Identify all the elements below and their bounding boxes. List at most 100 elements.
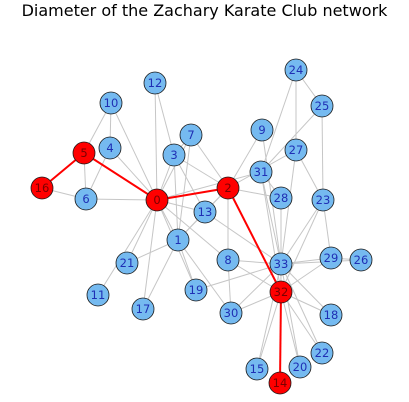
node-32: 32: [269, 280, 293, 304]
node-circle-10: [99, 91, 123, 115]
node-label-21: 21: [120, 256, 135, 270]
node-circle-11: [86, 283, 110, 307]
node-label-4: 4: [106, 141, 113, 155]
node-circle-13: [193, 200, 217, 224]
node-circle-7: [179, 123, 203, 147]
node-label-1: 1: [174, 233, 181, 247]
node-label-31: 31: [254, 165, 269, 179]
node-circle-2: [216, 176, 240, 200]
chart-title: Diameter of the Zachary Karate Club netw…: [21, 1, 388, 20]
node-label-3: 3: [170, 148, 177, 162]
diameter-edge-2-32: [227, 187, 282, 293]
edge-3-12: [154, 82, 175, 156]
node-circle-3: [162, 143, 186, 167]
node-label-29: 29: [324, 251, 339, 265]
node-19: 19: [184, 278, 208, 302]
edge-0-8: [156, 199, 229, 261]
node-label-26: 26: [354, 253, 369, 267]
edge-0-31: [156, 171, 262, 201]
edge-13-33: [204, 211, 282, 265]
node-24: 24: [284, 58, 308, 82]
node-circle-32: [269, 280, 293, 304]
node-0: 0: [145, 188, 169, 212]
node-label-9: 9: [258, 123, 265, 137]
node-circle-23: [311, 188, 335, 212]
diameter-edge-0-2: [156, 187, 229, 201]
node-label-17: 17: [136, 302, 151, 316]
edge-23-32: [280, 199, 324, 293]
node-circle-17: [131, 297, 155, 321]
edge-0-4: [109, 147, 158, 201]
node-circle-28: [269, 186, 293, 210]
node-25: 25: [310, 94, 334, 118]
node-label-8: 8: [224, 253, 231, 267]
node-31: 31: [249, 160, 273, 184]
edge-30-33: [230, 263, 282, 314]
edge-0-10: [110, 102, 158, 201]
node-circle-8: [216, 248, 240, 272]
node-label-6: 6: [82, 192, 89, 206]
edge-27-33: [280, 149, 297, 265]
edge-20-32: [280, 291, 301, 368]
node-4: 4: [98, 136, 122, 160]
node-17: 17: [131, 297, 155, 321]
node-16: 16: [30, 176, 54, 200]
node-circle-9: [250, 118, 274, 142]
edge-0-7: [156, 134, 192, 201]
edge-0-17: [142, 199, 158, 310]
node-label-15: 15: [250, 362, 265, 376]
node-circle-18: [319, 303, 343, 327]
node-label-14: 14: [273, 376, 288, 390]
edge-23-25: [321, 105, 324, 201]
node-label-23: 23: [316, 193, 331, 207]
edge-0-12: [154, 82, 158, 201]
node-label-28: 28: [274, 191, 289, 205]
node-3: 3: [162, 143, 186, 167]
node-label-22: 22: [315, 346, 330, 360]
node-circle-24: [284, 58, 308, 82]
node-label-18: 18: [324, 308, 339, 322]
node-label-32: 32: [274, 285, 289, 299]
node-12: 12: [143, 71, 167, 95]
node-label-7: 7: [187, 128, 194, 142]
node-8: 8: [216, 248, 240, 272]
node-9: 9: [250, 118, 274, 142]
node-7: 7: [179, 123, 203, 147]
node-circle-30: [219, 301, 243, 325]
node-33: 33: [269, 252, 293, 276]
edge-31-33: [260, 171, 282, 265]
node-circle-12: [143, 71, 167, 95]
node-label-25: 25: [315, 99, 330, 113]
node-circle-6: [74, 187, 98, 211]
node-22: 22: [310, 341, 334, 365]
node-circle-5: [72, 141, 96, 165]
edge-23-33: [280, 199, 324, 265]
node-circle-15: [245, 357, 269, 381]
node-20: 20: [288, 355, 312, 379]
edge-1-17: [142, 239, 179, 310]
node-label-11: 11: [91, 288, 106, 302]
node-circle-31: [249, 160, 273, 184]
node-label-10: 10: [104, 96, 119, 110]
node-circle-25: [310, 94, 334, 118]
node-26: 26: [349, 248, 373, 272]
node-14: 14: [268, 371, 292, 395]
edge-0-6: [85, 198, 158, 201]
diameter-edge-5-0: [83, 152, 158, 201]
node-circle-4: [98, 136, 122, 160]
node-label-20: 20: [293, 360, 308, 374]
node-10: 10: [99, 91, 123, 115]
node-circle-27: [284, 138, 308, 162]
node-label-0: 0: [153, 193, 160, 207]
node-30: 30: [219, 301, 243, 325]
node-1: 1: [166, 228, 190, 252]
edge-22-32: [280, 291, 323, 354]
edge-1-7: [177, 134, 192, 241]
node-18: 18: [319, 303, 343, 327]
edge-0-21: [126, 199, 158, 264]
node-circle-26: [349, 248, 373, 272]
node-28: 28: [269, 186, 293, 210]
edge-layer: [41, 69, 362, 384]
node-5: 5: [72, 141, 96, 165]
